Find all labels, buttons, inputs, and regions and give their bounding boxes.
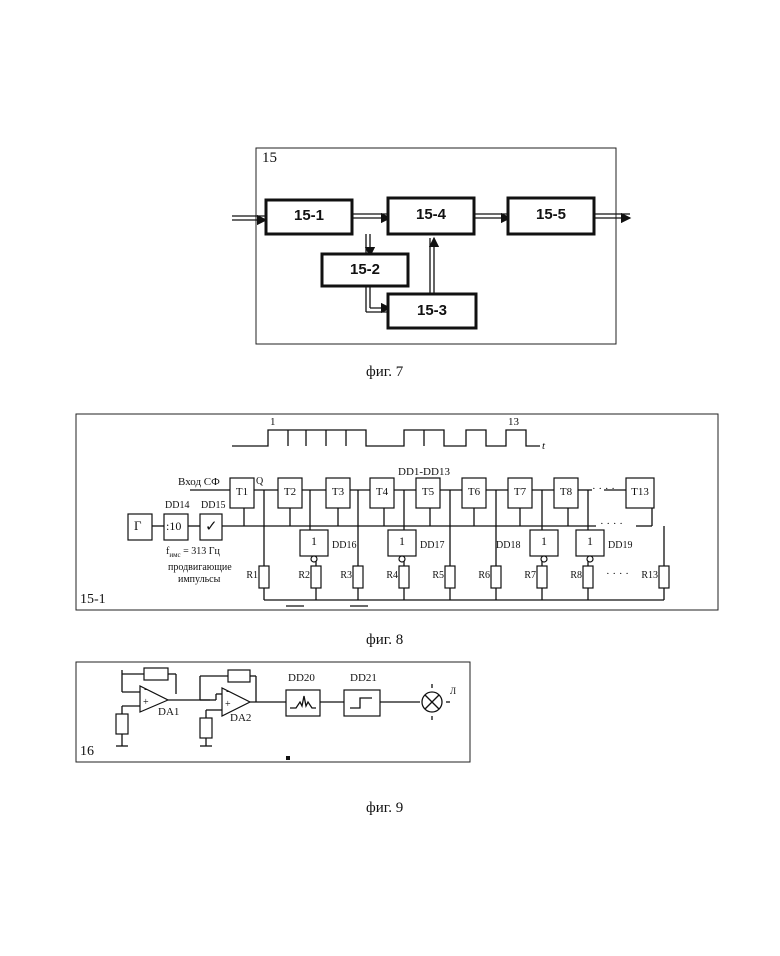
da2-label: DA2	[230, 712, 251, 724]
note-line-2: импульсы	[178, 574, 220, 585]
shaper-dd21	[344, 690, 380, 716]
bus-label: DD1-DD13	[398, 466, 450, 478]
or-gate-label: 1	[388, 534, 416, 549]
lamp-icon	[422, 684, 450, 720]
resistor-label: R2	[290, 570, 310, 581]
speck	[286, 756, 290, 760]
trigger-label: T4	[370, 486, 394, 498]
time-axis-label: t	[542, 440, 545, 452]
or-gate-label: 1	[530, 534, 558, 549]
pulse-first-label: 1	[270, 416, 276, 428]
resistor-7	[537, 566, 547, 588]
frequency-label: fимс = 313 Гц	[166, 546, 220, 559]
trigger-label: T8	[554, 486, 578, 498]
gate-name: DD19	[608, 540, 632, 551]
block-15-4-label: 15-4	[388, 206, 474, 223]
fig7-caption: фиг. 7	[366, 364, 403, 381]
dd20-label: DD20	[288, 672, 315, 684]
trigger-label: T6	[462, 486, 486, 498]
inverter-bubble	[399, 556, 405, 562]
inverter-bubble	[587, 556, 593, 562]
block-15-1-label: 15-1	[266, 207, 352, 224]
resistor-label: R6	[470, 570, 490, 581]
feedback-resistor-2	[228, 670, 250, 682]
divider-label: :10	[166, 519, 181, 534]
trigger-label: T1	[230, 486, 254, 498]
trigger-label: T5	[416, 486, 440, 498]
da1-label: DA1	[158, 706, 179, 718]
gate-name: DD17	[420, 540, 444, 551]
block-15-5-label: 15-5	[508, 206, 594, 223]
resistor-label: R5	[424, 570, 444, 581]
fig8-caption: фиг. 8	[366, 632, 403, 649]
resistor-4	[399, 566, 409, 588]
resistor-label: R13	[638, 570, 658, 581]
dd14-label: DD14	[165, 500, 189, 511]
trigger-label: T7	[508, 486, 532, 498]
resistor-label: R3	[332, 570, 352, 581]
da1-plus: +	[143, 697, 149, 708]
pulse-train	[232, 430, 540, 446]
da1-minus: -	[144, 683, 148, 695]
resistor-2	[311, 566, 321, 588]
inverter-bubble	[311, 556, 317, 562]
resistor-6	[491, 566, 501, 588]
da2-plus: +	[225, 699, 231, 710]
resistor-8	[583, 566, 593, 588]
resistor-label: R7	[516, 570, 536, 581]
dd15-label: DD15	[201, 500, 225, 511]
resistor-label: R4	[378, 570, 398, 581]
da2-minus: -	[226, 685, 230, 697]
gate-name: DD16	[332, 540, 356, 551]
block-15-3-label: 15-3	[388, 302, 476, 319]
fig9-frame-label: 16	[80, 744, 94, 760]
ellipsis-resistors: · · · ·	[606, 568, 629, 580]
fig8-frame-label: 15-1	[80, 592, 106, 608]
lamp-label: Л	[450, 686, 456, 696]
generator-label: Г	[134, 518, 142, 534]
trigger-label: T2	[278, 486, 302, 498]
input-resistor-1	[116, 714, 128, 734]
input-resistor-2	[200, 718, 212, 738]
trigger-label: T3	[326, 486, 350, 498]
q-label: Q	[256, 476, 263, 487]
pulse-last-label: 13	[508, 416, 519, 428]
or-gate-label: 1	[576, 534, 604, 549]
resistor-5	[445, 566, 455, 588]
gate-name: DD18	[496, 540, 520, 551]
ellipsis-bus: · · · ·	[600, 518, 623, 530]
ellipsis-top: · · · ·	[592, 483, 615, 495]
fig9-frame	[76, 662, 470, 762]
fig9-caption: фиг. 9	[366, 800, 403, 817]
dd21-label: DD21	[350, 672, 377, 684]
feedback-resistor-1	[144, 668, 168, 680]
fig7-frame-label: 15	[262, 150, 277, 167]
shaper-icon: ✓	[205, 517, 218, 536]
resistor-9	[659, 566, 669, 588]
resistor-label: R8	[562, 570, 582, 581]
block-15-2-label: 15-2	[322, 261, 408, 278]
resistor-label: R1	[238, 570, 258, 581]
inverter-bubble	[541, 556, 547, 562]
resistor-3	[353, 566, 363, 588]
trigger-label: T13	[626, 486, 654, 498]
or-gate-label: 1	[300, 534, 328, 549]
input-label: Вход СФ	[178, 476, 220, 488]
resistor-1	[259, 566, 269, 588]
note-line-1: продвигающие	[168, 562, 232, 573]
